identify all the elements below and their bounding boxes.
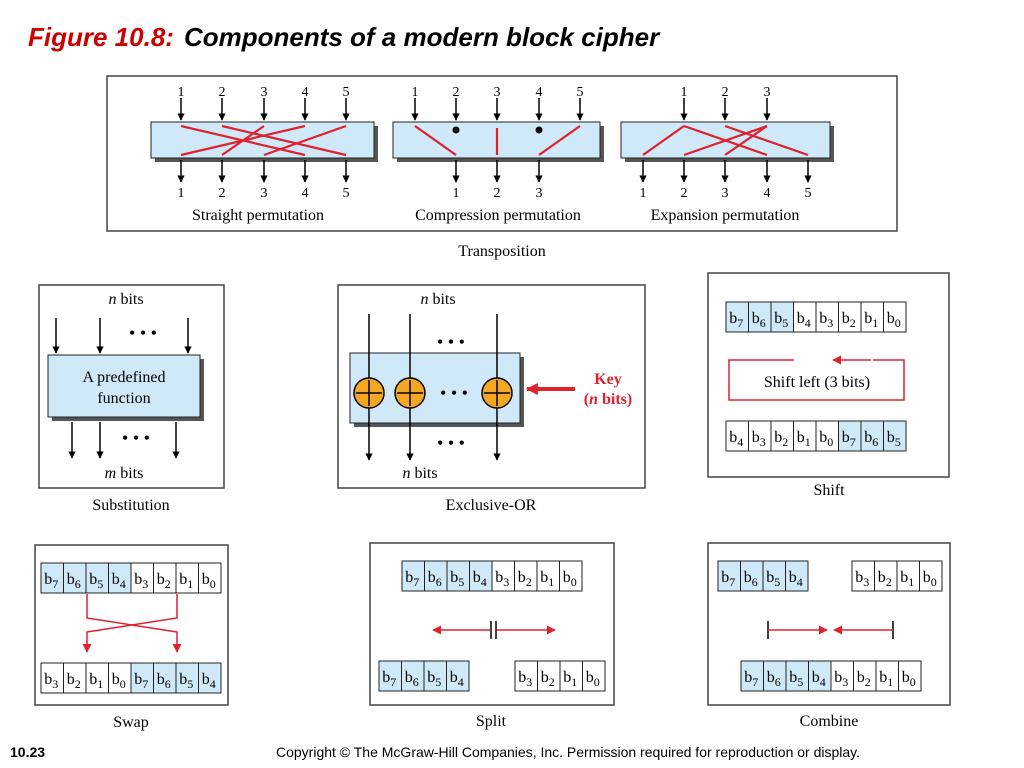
straight-in-1: 1 (178, 85, 185, 100)
compression-in-2: 2 (453, 85, 460, 100)
bit-cell (883, 301, 907, 333)
straight-in-2: 2 (219, 85, 226, 100)
substitution-panel: n bits • • • A predefined function • • •… (38, 284, 225, 514)
key-size-label: (n bits) (584, 391, 632, 408)
substitution-bottom-label: m bits (105, 465, 144, 482)
compression-out-2: 2 (494, 186, 501, 201)
straight-in-3: 3 (261, 85, 268, 100)
expansion-permutation-label: Expansion permutation (651, 207, 800, 224)
compression-out-3: 3 (536, 186, 543, 201)
expansion-in-1: 1 (681, 85, 688, 100)
expansion-out-1: 1 (640, 186, 647, 201)
straight-in-4: 4 (302, 85, 309, 100)
straight-out-1: 1 (178, 186, 185, 201)
substitution-top-dots: • • • (129, 323, 157, 343)
expansion-out-2: 2 (681, 186, 688, 201)
transposition-label: Transposition (458, 243, 545, 260)
expansion-in-3: 3 (764, 85, 771, 100)
bit-cell (582, 660, 606, 692)
substitution-bottom-dots: • • • (122, 428, 150, 448)
swap-label: Swap (113, 714, 149, 731)
bit-cell (559, 560, 583, 592)
xor-middle-dots: • • • (440, 383, 468, 403)
split-label: Split (476, 713, 507, 730)
key-label: Key (594, 371, 622, 388)
compression-permutation-label: Compression permutation (415, 207, 581, 224)
combine-label: Combine (800, 713, 859, 730)
figure-caption: Components of a modern block cipher (183, 22, 660, 52)
compression-out-1: 1 (453, 186, 460, 201)
xor-operators (353, 377, 513, 409)
bit-cell (198, 562, 222, 594)
compression-in-1: 1 (412, 85, 419, 100)
substitution-label: Substitution (92, 497, 169, 514)
straight-out-5: 5 (343, 186, 350, 201)
xor-panel: n bits • • • • • • Key (n bits) • • • n … (337, 284, 646, 514)
straight-out-2: 2 (219, 186, 226, 201)
shift-label: Shift (813, 482, 845, 499)
expansion-out-3: 3 (722, 186, 729, 201)
straight-permutation-label: Straight permutation (192, 207, 324, 224)
bit-cell (883, 420, 907, 452)
shift-operation-label: Shift left (3 bits) (764, 374, 870, 391)
transposition-panel: 1 2 3 4 5 1 2 3 4 5 Straight permutation (106, 75, 898, 260)
straight-out-3: 3 (261, 186, 268, 201)
expansion-out-5: 5 (805, 186, 812, 201)
straight-permutation: 1 2 3 4 5 1 2 3 4 5 Straight permutation (150, 85, 378, 224)
figure-title: Figure 10.8: Components of a modern block… (28, 22, 659, 53)
xor-bottom-label: n bits (402, 465, 437, 482)
xor-top-dots: • • • (437, 332, 465, 352)
predefined-function-line1: A predefined (82, 369, 165, 386)
expansion-in-2: 2 (722, 85, 729, 100)
bit-cell (919, 560, 943, 592)
compression-permutation: 1 2 3 4 5 1 2 3 Compression permutation (392, 85, 604, 224)
figure-label: Figure 10.8: (28, 22, 174, 52)
straight-out-4: 4 (302, 186, 309, 201)
xor-bottom-dots: • • • (437, 433, 465, 453)
bit-cell (198, 662, 222, 694)
expansion-permutation: 1 2 3 1 2 3 4 5 Expansion permutation (620, 85, 834, 224)
straight-in-5: 5 (343, 85, 350, 100)
xor-top-label: n bits (420, 291, 455, 308)
substitution-top-label: n bits (108, 291, 143, 308)
compression-in-4: 4 (536, 85, 543, 100)
exclusive-or-label: Exclusive-OR (446, 497, 537, 514)
compression-in-3: 3 (494, 85, 501, 100)
bit-cell (446, 660, 470, 692)
bit-cell (898, 660, 922, 692)
compression-in-5: 5 (577, 85, 584, 100)
copyright-notice: Copyright © The McGraw-Hill Companies, I… (276, 744, 861, 760)
bit-cell (785, 560, 809, 592)
slide-number: 10.23 (10, 744, 46, 760)
predefined-function-line2: function (97, 390, 150, 407)
expansion-out-4: 4 (764, 186, 771, 201)
